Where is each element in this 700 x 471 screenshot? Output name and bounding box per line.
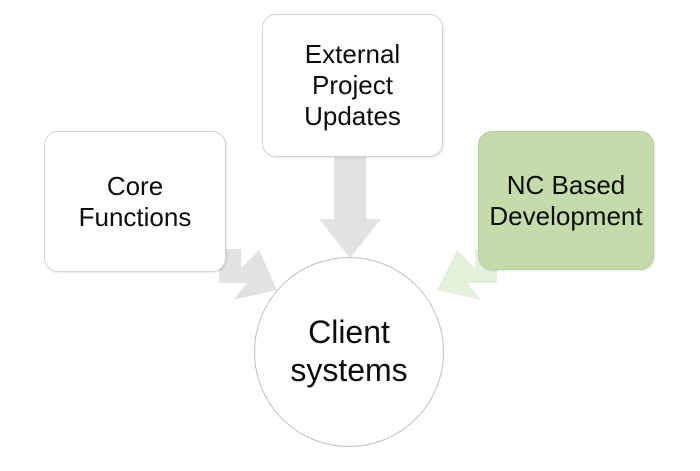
node-core-functions[interactable]: Core Functions — [44, 131, 226, 272]
node-nc-based-development[interactable]: NC Based Development — [478, 131, 654, 270]
node-client-systems[interactable]: Client systems — [254, 257, 444, 447]
node-external-project-updates-label: External Project Updates — [304, 39, 401, 131]
arrow-core-functions-to-client-systems — [219, 249, 277, 300]
node-external-project-updates[interactable]: External Project Updates — [262, 14, 443, 157]
arrow-external-project-updates-to-client-systems — [319, 150, 381, 258]
node-core-functions-label: Core Functions — [78, 170, 192, 232]
node-client-systems-label: Client systems — [290, 314, 408, 388]
node-nc-based-development-label: NC Based Development — [489, 169, 643, 231]
